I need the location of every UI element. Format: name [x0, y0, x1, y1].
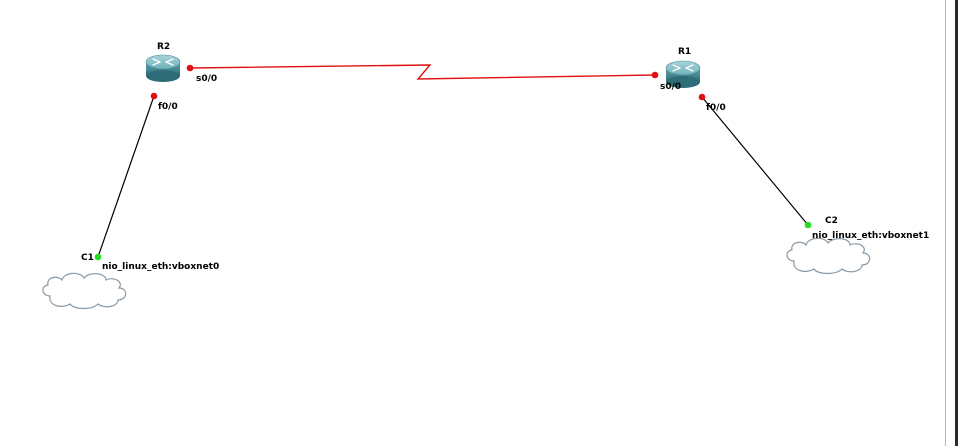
port-label-r2-s00: s0/0 — [196, 74, 217, 84]
port-status-c1 — [94, 253, 102, 261]
port-status-r2-f00 — [150, 92, 158, 100]
port-label-r1-s00: s0/0 — [660, 82, 681, 92]
node-label-c1[interactable]: C1 — [81, 253, 94, 263]
port-label-c1: nio_linux_eth:vboxnet0 — [102, 262, 219, 272]
node-label-r1[interactable]: R1 — [678, 47, 691, 57]
port-label-r2-f00: f0/0 — [158, 102, 178, 112]
router-r2[interactable] — [145, 54, 181, 83]
link-ethernet-r2-c1[interactable] — [97, 95, 155, 258]
port-label-r1-f00: f0/0 — [706, 103, 726, 113]
port-label-c2: nio_linux_eth:vboxnet1 — [812, 231, 929, 241]
link-ethernet-r1-c2[interactable] — [701, 96, 809, 226]
link-serial-r2-r1[interactable] — [189, 64, 656, 80]
port-status-c2 — [804, 221, 812, 229]
port-status-r2-s00 — [186, 64, 194, 72]
router-icon — [145, 54, 181, 83]
cloud-icon — [786, 237, 871, 275]
cloud-c2[interactable] — [786, 237, 871, 275]
cloud-c1[interactable] — [42, 272, 127, 310]
cloud-icon — [42, 272, 127, 310]
canvas-right-border — [945, 0, 963, 446]
port-status-r1-s00 — [651, 71, 659, 79]
port-status-r1-f00 — [698, 93, 706, 101]
node-label-c2[interactable]: C2 — [825, 216, 838, 226]
node-label-r2[interactable]: R2 — [157, 42, 170, 52]
